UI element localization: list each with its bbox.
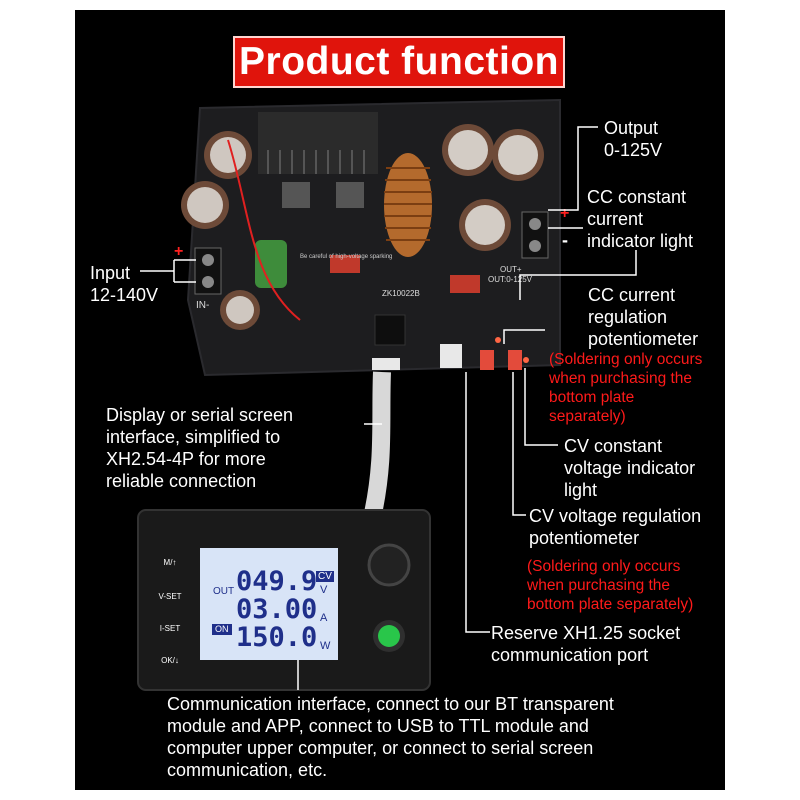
converter-board: ZK10022B OUT+ OUT:0-125V IN- Be careful … — [181, 98, 561, 377]
button-label: M/↑ — [163, 558, 177, 567]
cc-potentiometer — [480, 350, 494, 370]
button-mode-up[interactable]: M/↑ — [150, 548, 190, 568]
resistor — [330, 255, 360, 273]
title-banner: Product function — [233, 36, 565, 88]
warning-marking: Be careful of high-voltage sparking — [300, 254, 392, 260]
lcd-voltage-value: 049.9 — [236, 566, 318, 597]
power-button-icon[interactable] — [378, 625, 400, 647]
button-ok-down[interactable]: OK/↓ — [150, 646, 190, 666]
button-vset[interactable]: V-SET — [150, 582, 190, 602]
mosfet — [282, 182, 310, 208]
soldering-note-cv: (Soldering only occurs when purchasing t… — [527, 558, 694, 613]
lcd-voltage-unit: V — [320, 584, 328, 596]
out-marking: OUT+ — [500, 265, 522, 274]
lcd-mode-badge: CV — [316, 571, 334, 582]
mosfet — [336, 182, 364, 208]
heatsink — [258, 112, 378, 174]
button-label: V-SET — [158, 592, 182, 601]
input-label: Input 12-140V — [90, 263, 159, 305]
resistor — [450, 275, 480, 293]
rotary-knob[interactable] — [367, 543, 411, 587]
ribbon-cable — [363, 371, 391, 520]
xh254-socket — [372, 358, 400, 370]
page-title: Product function — [239, 40, 559, 83]
xh125-socket — [440, 344, 462, 368]
output-minus-sign: - — [562, 230, 568, 250]
reserve-socket-label: Reserve XH1.25 socket communication port — [491, 623, 681, 665]
input-plus-sign: + — [174, 243, 183, 260]
out-range-marking: OUT:0-125V — [488, 275, 533, 284]
cv-potentiometer — [508, 350, 522, 370]
button-iset[interactable]: I-SET — [150, 614, 190, 634]
in-marking: IN- — [196, 300, 209, 311]
output-label: Output 0-125V — [604, 118, 663, 160]
lcd-power-value: 150.0 — [236, 622, 318, 653]
cv-potentiometer-label: CV voltage regulation potentiometer — [529, 506, 702, 548]
lcd-current-unit: A — [320, 612, 328, 624]
callout-lines — [140, 126, 637, 690]
display-interface-label: Display or serial screen interface, simp… — [106, 405, 294, 491]
lcd-power-unit: W — [320, 640, 331, 652]
communication-interface-label: Communication interface, connect to our … — [167, 694, 614, 780]
lcd-on-badge: ON — [212, 624, 232, 635]
board-model: ZK10022B — [382, 289, 420, 298]
cc-indicator-label: CC constant current indicator light — [587, 187, 694, 251]
green-inductor — [255, 240, 287, 288]
cc-potentiometer-label: CC current regulation potentiometer — [588, 285, 699, 349]
button-label: I-SET — [159, 624, 181, 633]
cv-indicator-label: CV constant voltage indicator light — [564, 436, 696, 500]
output-plus-sign: + — [560, 205, 569, 222]
lcd-screen — [200, 548, 338, 660]
button-label: OK/↓ — [161, 656, 179, 665]
capacitors — [181, 124, 544, 330]
display-module — [137, 509, 431, 691]
lcd-current-value: 03.00 — [236, 594, 318, 625]
soldering-note-cc: (Soldering only occurs when purchasing t… — [549, 351, 703, 425]
ic-chip — [374, 314, 406, 346]
lcd-out-label: OUT — [213, 586, 235, 597]
